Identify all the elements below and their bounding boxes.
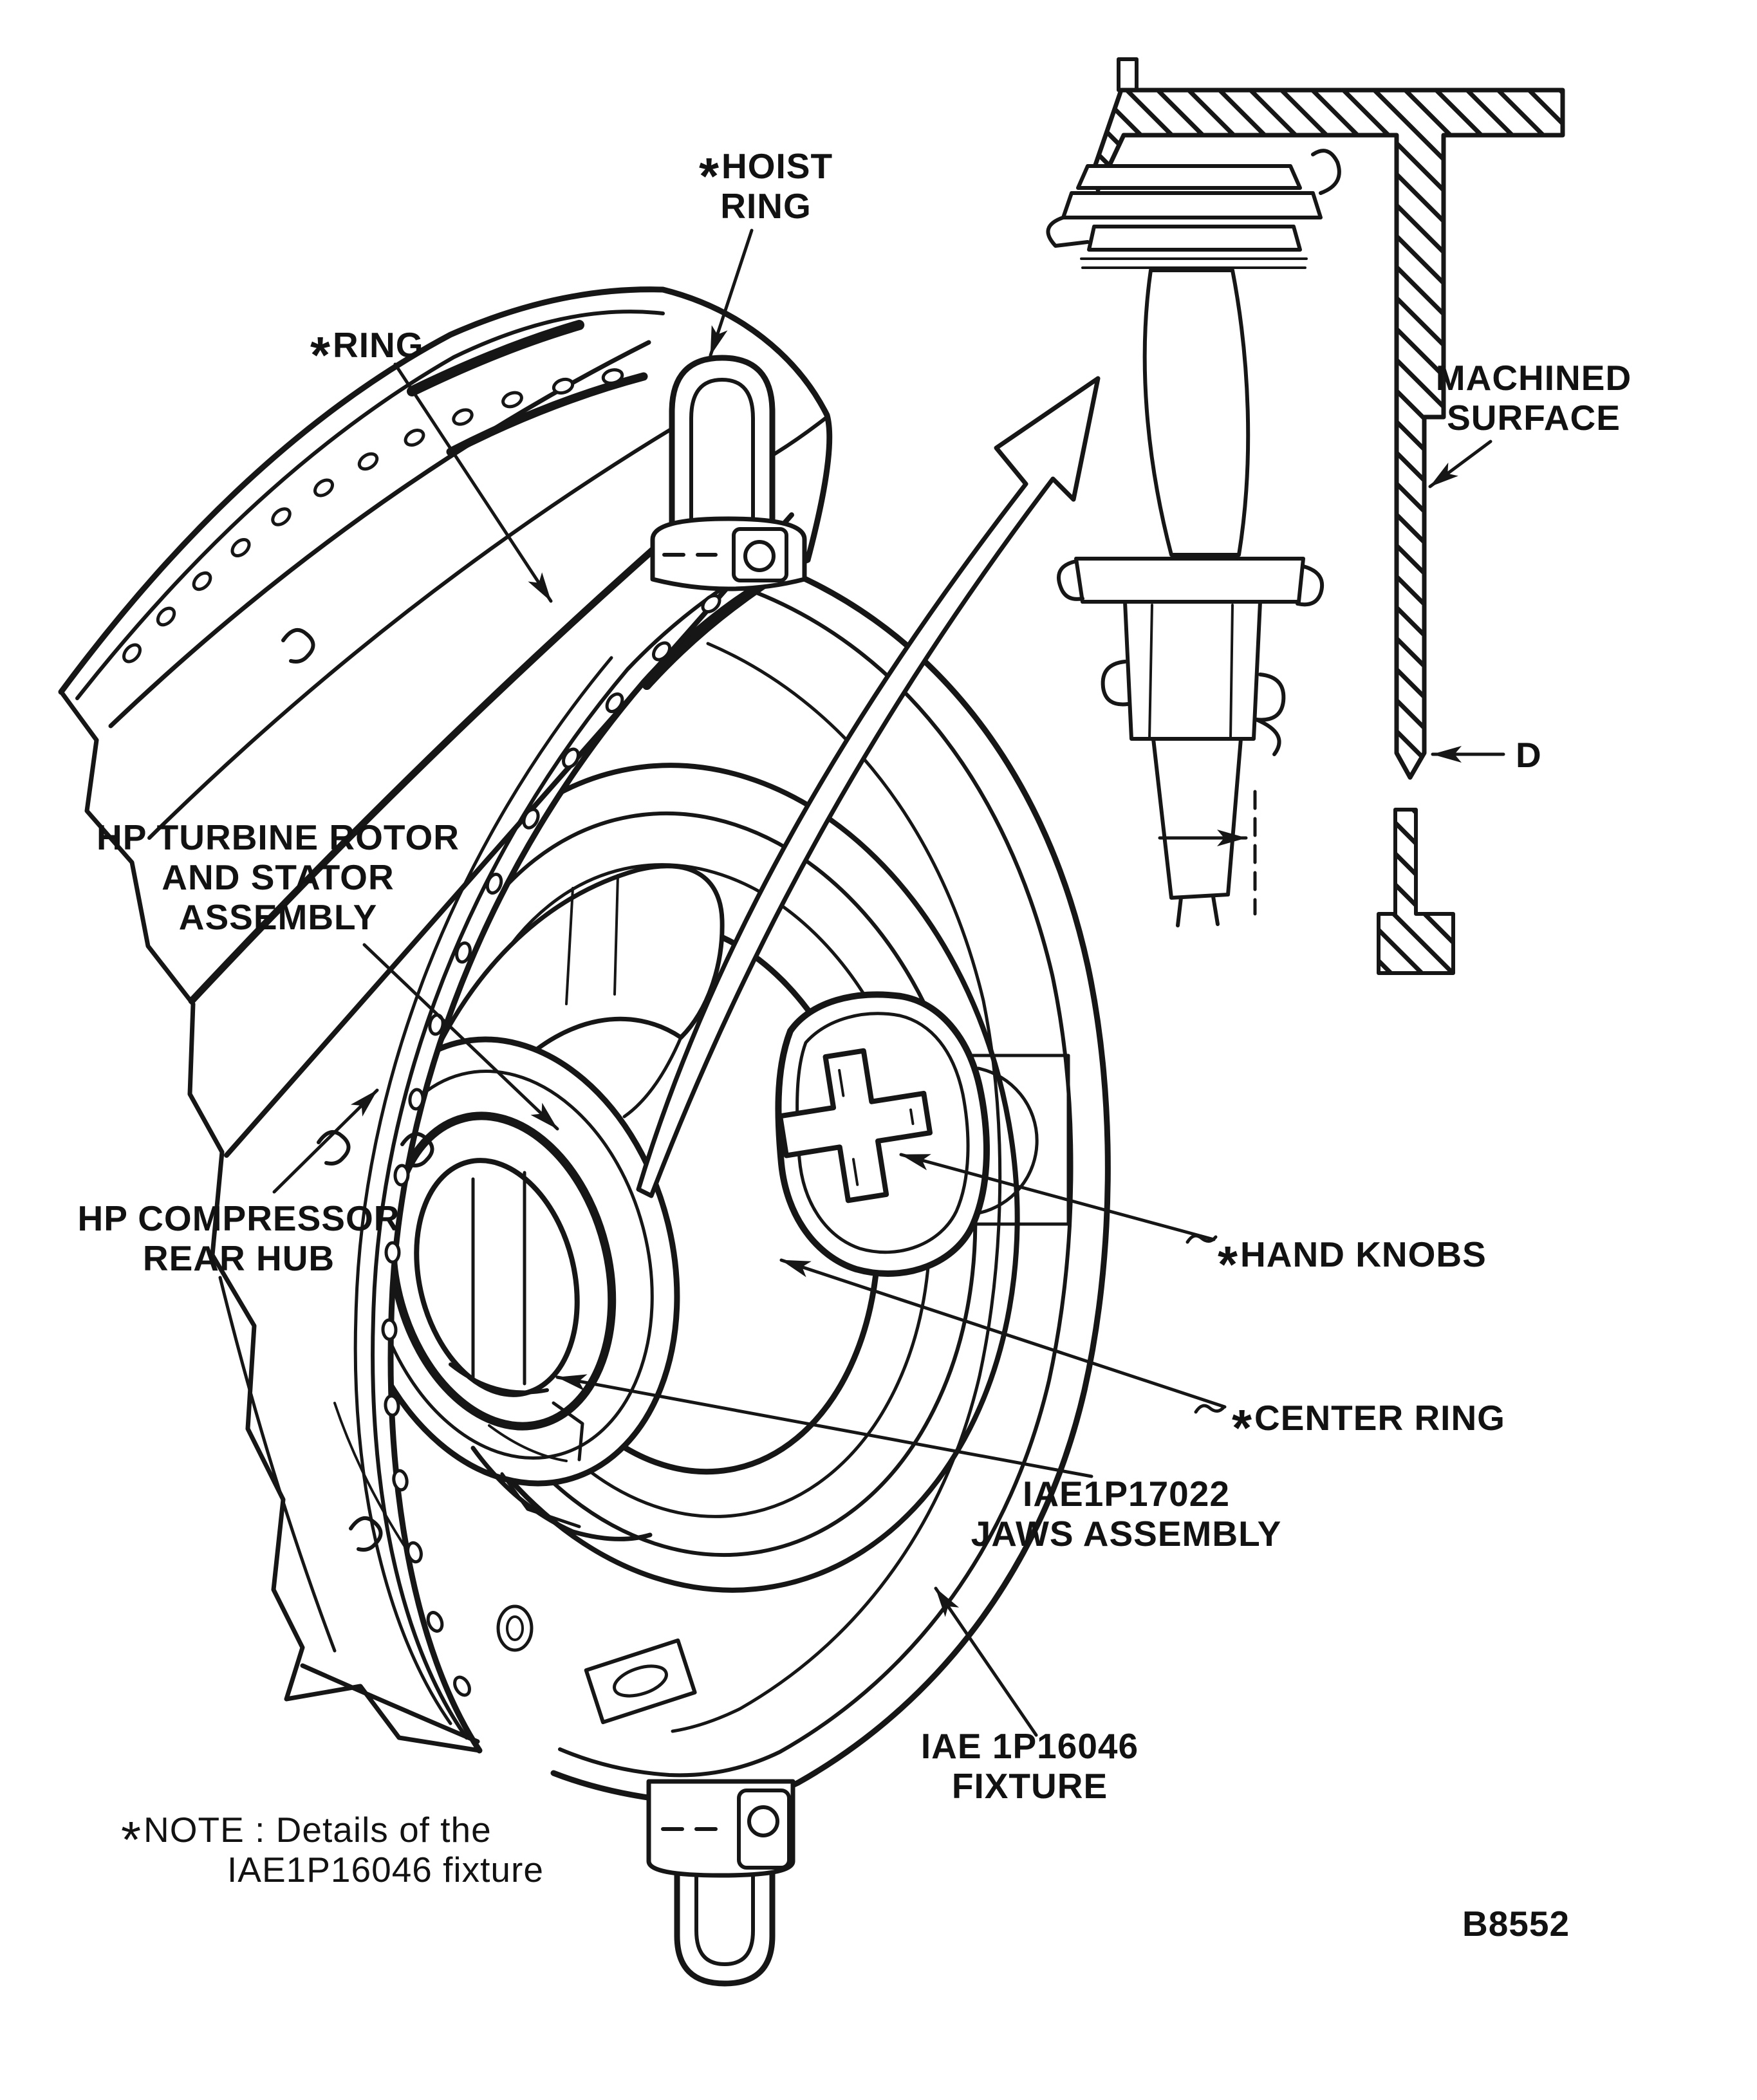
dimension-marks xyxy=(1158,746,1505,916)
turbine-blade-section xyxy=(1046,149,1341,927)
leader-fixture xyxy=(934,1586,1038,1737)
engine-drum xyxy=(58,286,833,1754)
label-dimension-d: D xyxy=(1516,735,1542,775)
hub xyxy=(343,1036,680,1487)
clip-details xyxy=(281,627,697,1725)
detail-callout-arrow xyxy=(636,376,1101,1198)
label-hand-knobs: *HAND KNOBS xyxy=(1218,1234,1487,1293)
leader-hoist-ring xyxy=(709,228,754,357)
top-hoist-shackle xyxy=(650,355,807,591)
bottom-hoist-shackle xyxy=(646,1779,795,1987)
knob-bracket xyxy=(944,1054,1070,1226)
label-drawing-number: B8552 xyxy=(1462,1904,1570,1944)
hand-knob-cross xyxy=(777,1048,933,1203)
leader-center-ring-tilde xyxy=(1194,1404,1226,1414)
leader-center-ring xyxy=(779,1258,1227,1409)
label-center-ring: *CENTER RING xyxy=(1232,1398,1505,1456)
jaws-detail xyxy=(470,1401,653,1541)
leader-hand-knobs xyxy=(899,1153,1216,1241)
leader-jaws-assembly xyxy=(555,1374,1093,1478)
machined-wall xyxy=(1092,57,1565,975)
label-ring: *RING xyxy=(310,325,424,384)
leader-compressor-hub xyxy=(272,1088,379,1194)
leader-machined-surface xyxy=(1428,440,1492,488)
leader-turbine-assembly xyxy=(362,943,559,1131)
leader-lines xyxy=(272,228,1492,1737)
leader-ring xyxy=(393,362,553,603)
blade-inset xyxy=(1046,57,1565,975)
